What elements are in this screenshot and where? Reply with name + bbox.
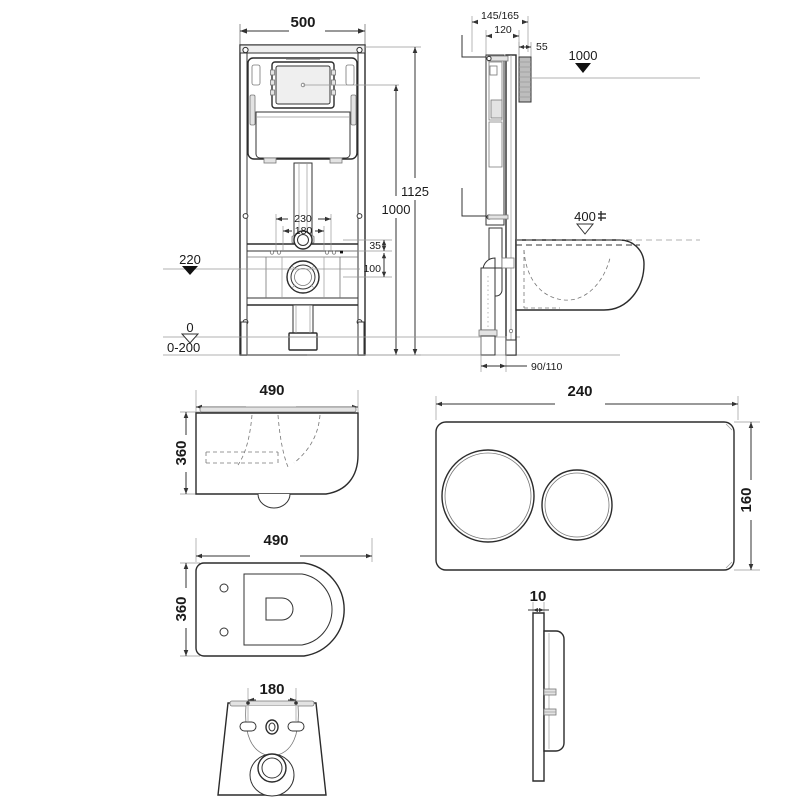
dimension-35: 35 xyxy=(343,239,392,252)
lower-outlet xyxy=(288,304,318,351)
level-triangle-hollow xyxy=(180,333,200,344)
level-triangle-1000-filled xyxy=(575,63,591,73)
dim-label-490-plan: 490 xyxy=(263,532,288,549)
toilet-plan-body xyxy=(195,562,345,657)
level-triangle-filled xyxy=(182,266,198,275)
level-marker-0: 0 0-200 xyxy=(163,320,620,356)
dim-label-1125: 1125 xyxy=(401,184,429,199)
dimension-1000: 1000 xyxy=(303,84,411,355)
dim-label-90-110: 90/110 xyxy=(531,361,562,373)
level-label-0: 0 xyxy=(186,320,193,335)
fixing-slot-right xyxy=(287,721,305,732)
level-label-220: 220 xyxy=(179,252,201,267)
hatch-glyph xyxy=(598,211,606,221)
dim-label-55: 55 xyxy=(536,41,548,53)
dim-label-120: 120 xyxy=(494,24,512,36)
dim-label-145-165: 145/165 xyxy=(481,10,519,22)
dim-label-10: 10 xyxy=(530,588,547,605)
level-marker-220: 220 xyxy=(163,252,360,275)
dim-label-230: 230 xyxy=(294,213,312,225)
view-frame-side: 145/165 120 55 xyxy=(461,10,700,373)
level-marker-1000: 1000 xyxy=(531,48,700,79)
level-triangle-400-hollow xyxy=(575,223,595,235)
level-label-400: 400 xyxy=(574,209,596,224)
toilet-rear-body xyxy=(217,700,327,797)
dimension-240: 240 xyxy=(435,383,739,420)
dim-label-100: 100 xyxy=(363,263,381,275)
full-flush-button[interactable] xyxy=(441,449,535,543)
dimension-490-plan: 490 xyxy=(195,532,373,562)
dim-label-180: 180 xyxy=(295,225,313,237)
dimension-100: 100 xyxy=(343,253,392,278)
floor-range-label: 0-200 xyxy=(167,340,200,355)
toilet-profile xyxy=(515,239,645,311)
fixing-hole-lower xyxy=(219,627,229,637)
half-flush-button[interactable] xyxy=(541,469,613,541)
frame-side-body xyxy=(461,35,532,356)
view-flush-plate-side: 10 xyxy=(528,588,565,782)
dimension-180: 180 xyxy=(282,225,325,250)
toilet-side-body xyxy=(195,406,359,509)
dimension-500: 500 xyxy=(239,14,366,45)
dim-label-360-plan: 360 xyxy=(173,596,190,621)
dim-label-500: 500 xyxy=(290,14,315,31)
dimension-55: 55 xyxy=(518,41,548,58)
flush-plate-body xyxy=(435,421,735,571)
dimension-90-110: 90/110 xyxy=(480,336,562,373)
dimension-160: 160 xyxy=(734,421,760,571)
dimension-230: 230 xyxy=(275,213,332,250)
cistern-body xyxy=(247,57,358,164)
level-label-1000: 1000 xyxy=(569,48,598,63)
level-marker-400: 400 xyxy=(516,209,700,241)
fixing-hole-upper xyxy=(219,583,229,593)
view-toilet-rear: 180 xyxy=(217,681,327,797)
dimension-360-side: 360 xyxy=(173,411,200,495)
dimension-10: 10 xyxy=(528,588,549,618)
flush-elbow xyxy=(269,230,343,255)
dim-label-360-side: 360 xyxy=(173,440,190,465)
dim-label-160: 160 xyxy=(738,487,755,512)
view-toilet-side: 490 360 xyxy=(173,382,359,509)
dim-label-490-side: 490 xyxy=(259,382,284,399)
dim-label-240: 240 xyxy=(567,383,592,400)
view-flush-plate-front: 240 160 xyxy=(435,383,760,571)
fixing-slot-left xyxy=(239,721,257,732)
view-frame-front: 500 xyxy=(163,14,620,356)
soil-connector xyxy=(286,260,320,294)
dim-label-35: 35 xyxy=(369,240,381,252)
flush-plate-profile xyxy=(532,612,565,782)
view-toilet-plan: 490 360 xyxy=(173,532,373,657)
dim-label-180-rear: 180 xyxy=(259,681,284,698)
dim-label-1000: 1000 xyxy=(382,202,411,217)
dimension-360-plan: 360 xyxy=(173,562,200,657)
